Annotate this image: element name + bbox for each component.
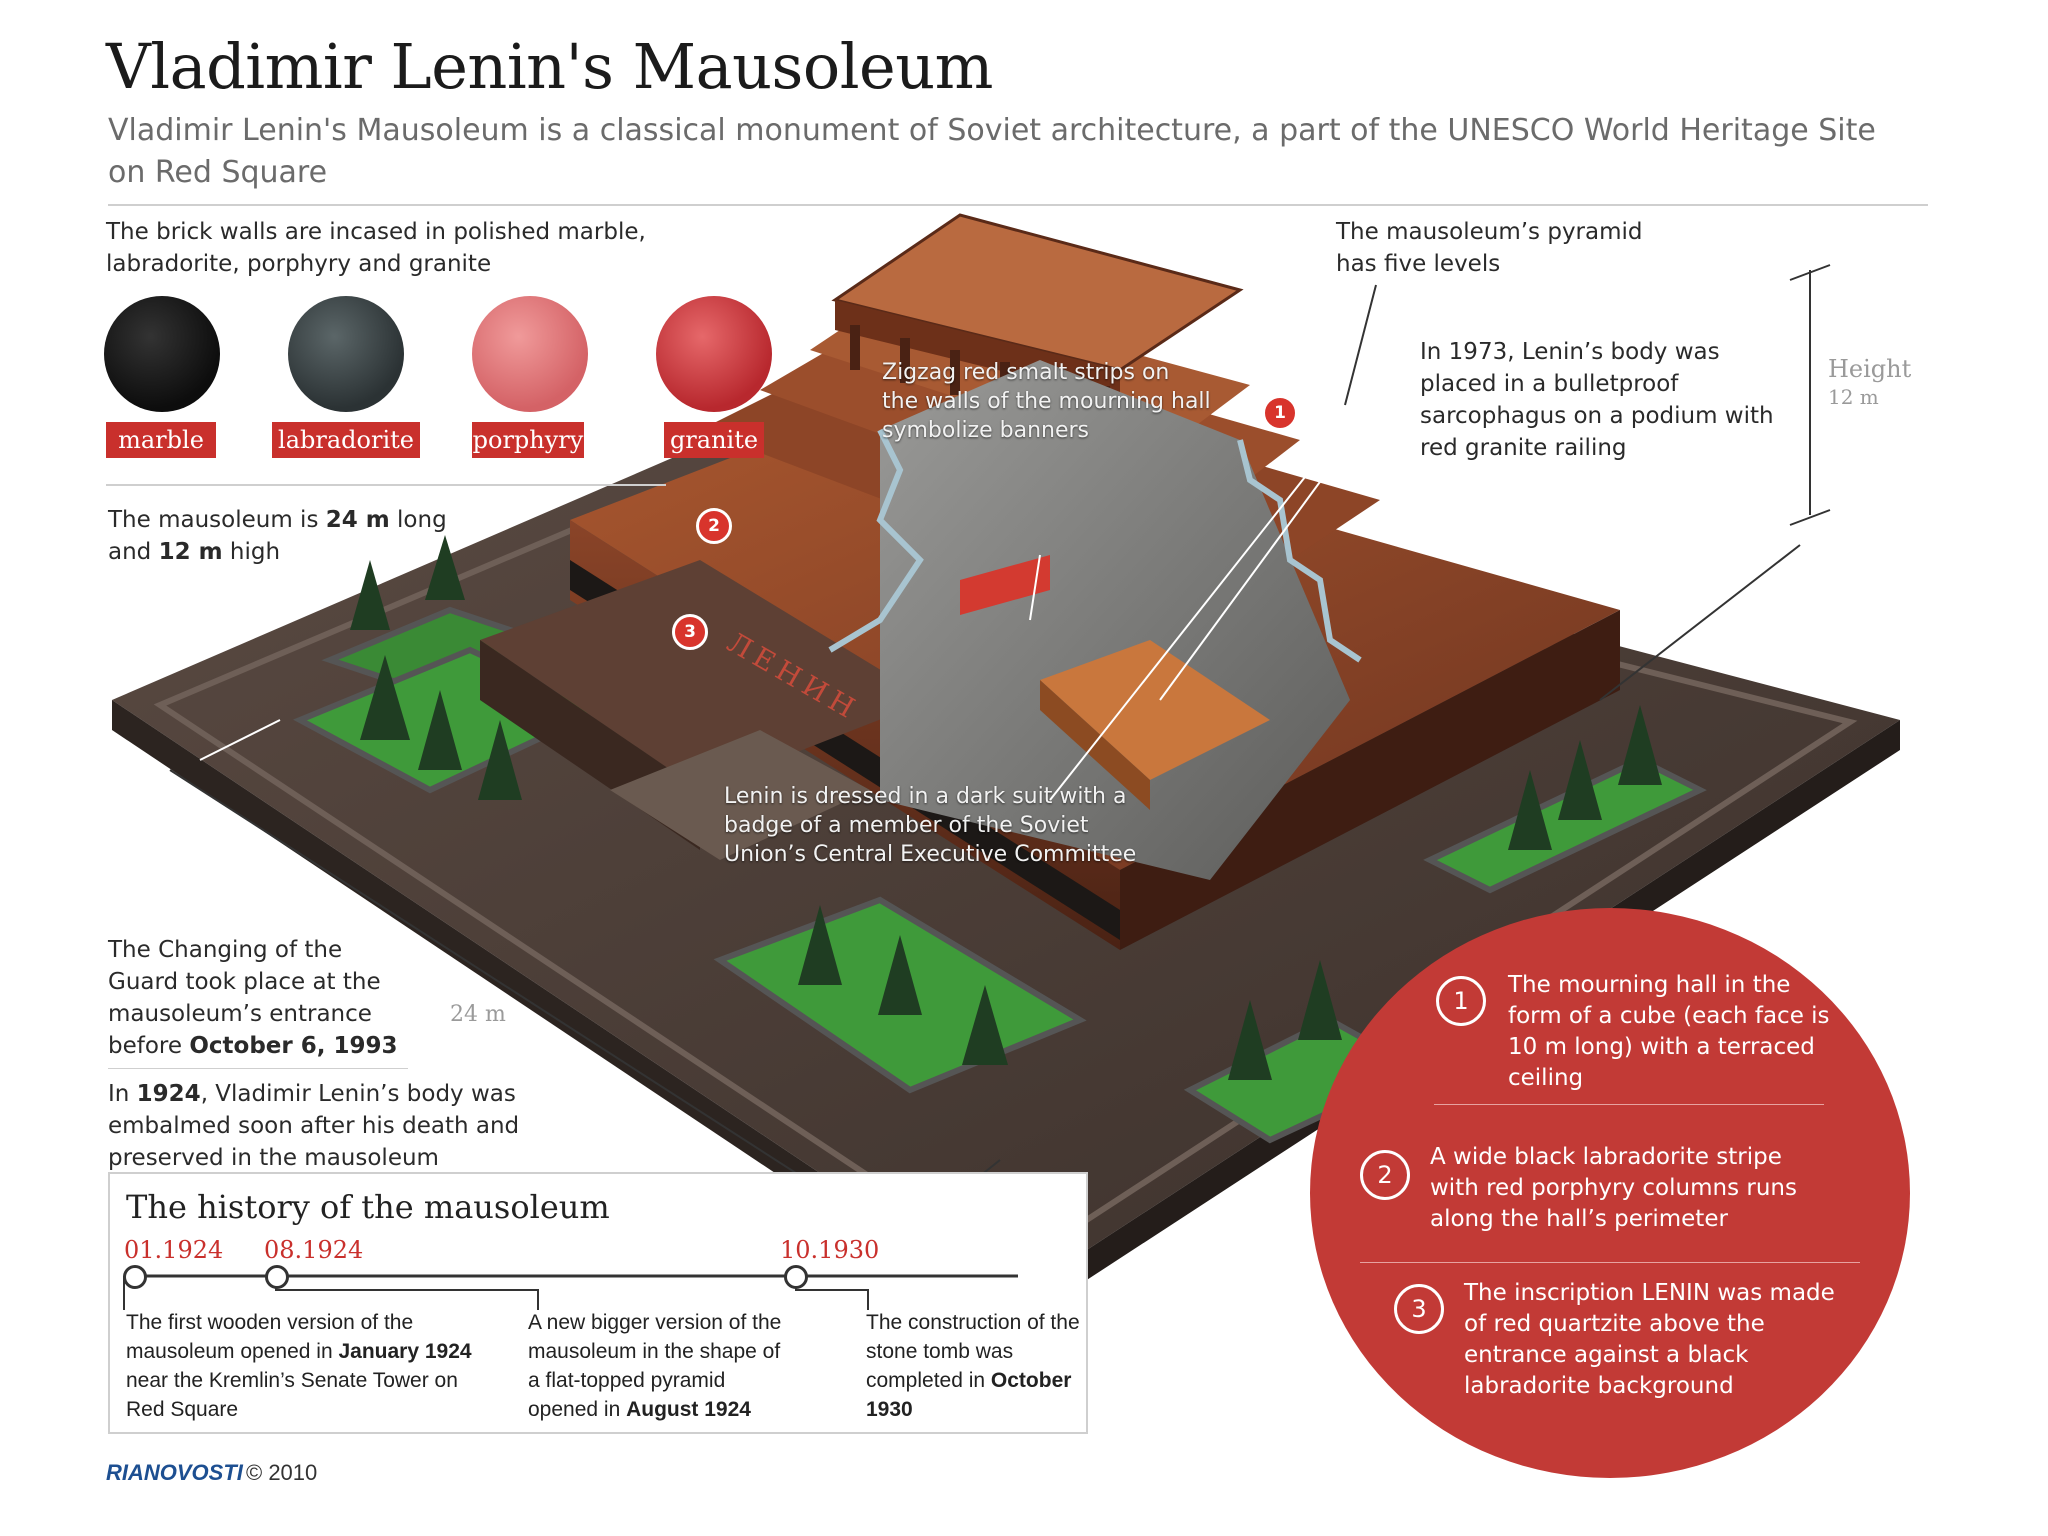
height-value: 12 m bbox=[1828, 385, 1879, 409]
guard-divider bbox=[108, 1068, 408, 1069]
cut-edge-left bbox=[828, 428, 924, 653]
feature-2-number: 2 bbox=[1360, 1150, 1410, 1200]
cutaway-interior bbox=[880, 360, 1350, 880]
history-event-1: The first wooden version of the mausoleu… bbox=[126, 1311, 472, 1421]
sarcophagus-podium bbox=[1040, 640, 1270, 780]
entrance-stairs bbox=[610, 730, 870, 860]
pyramid-top bbox=[831, 213, 1244, 372]
lenin-dressed-note: Lenin is dressed in a dark suit with a b… bbox=[724, 784, 1137, 867]
tier-1-right bbox=[1120, 610, 1620, 950]
pyramid-levels-note: The mausoleum’s pyramid has five levels bbox=[1336, 219, 1643, 277]
features-circle bbox=[1310, 908, 1910, 1478]
platform-rim bbox=[153, 446, 1858, 1274]
history-date-3: 10.1930 bbox=[780, 1236, 880, 1264]
materials-divider bbox=[106, 484, 666, 486]
feature-divider bbox=[1360, 1262, 1860, 1263]
sarcophagus-podium-front bbox=[1040, 680, 1150, 810]
feature-1-number: 1 bbox=[1436, 976, 1486, 1026]
porphyry-label: porphyry bbox=[472, 422, 584, 458]
length-label: 24 m bbox=[450, 1002, 506, 1027]
height-label: Height bbox=[1828, 355, 1912, 383]
page-subtitle: Vladimir Lenin's Mausoleum is a classica… bbox=[108, 113, 1876, 190]
marker-2: 2 bbox=[696, 508, 732, 544]
materials-intro: The brick walls are incased in polished … bbox=[106, 219, 646, 277]
copyright: © 2010 bbox=[246, 1460, 318, 1485]
history-date-1: 01.1924 bbox=[124, 1236, 224, 1264]
pointer-lines bbox=[199, 309, 1381, 801]
feature-2-text: A wide black labradorite stripe with red… bbox=[1430, 1144, 1797, 1232]
marker-1: 1 bbox=[1262, 395, 1298, 431]
cut-edge-right bbox=[1237, 439, 1362, 663]
history-event-3: The construction of the stone tomb was c… bbox=[866, 1311, 1080, 1421]
ria-novosti-logo: RIANOVOSTI bbox=[106, 1460, 243, 1485]
feature-1-text: The mourning hall in the form of a cube … bbox=[1508, 972, 1830, 1091]
timeline-dot-1 bbox=[123, 1265, 147, 1289]
labradorite-swatch bbox=[288, 296, 404, 412]
feature-3-number: 3 bbox=[1394, 1284, 1444, 1334]
marble-label: marble bbox=[106, 422, 216, 458]
history-title: The history of the mausoleum bbox=[126, 1188, 610, 1226]
entrance-podium bbox=[480, 560, 930, 790]
granite-label: granite bbox=[664, 422, 764, 458]
feature-divider bbox=[1434, 1104, 1824, 1105]
trees bbox=[350, 535, 1662, 1080]
page-title: Vladimir Lenin's Mausoleum bbox=[106, 30, 993, 103]
zigzag-strips-note: Zigzag red smalt strips on the walls of … bbox=[882, 360, 1211, 443]
feature-3-text: The inscription LENIN was made of red qu… bbox=[1464, 1280, 1835, 1399]
guard-note: The Changing of the Guard took place at … bbox=[108, 937, 398, 1059]
granite-swatch bbox=[656, 296, 772, 412]
marker-3: 3 bbox=[672, 614, 708, 650]
size-fact: The mausoleum is 24 m long and 12 m high bbox=[108, 507, 447, 565]
labradorite-label: labradorite bbox=[272, 422, 420, 458]
timeline-dot-3 bbox=[784, 1265, 808, 1289]
history-date-2: 08.1924 bbox=[264, 1236, 364, 1264]
timeline-dot-2 bbox=[265, 1265, 289, 1289]
marble-swatch bbox=[104, 296, 220, 412]
history-box bbox=[108, 1172, 1088, 1434]
sarcophagus-note: In 1973, Lenin’s body was placed in a bu… bbox=[1420, 339, 1774, 461]
embalm-note: In 1924, Vladimir Lenin’s body was embal… bbox=[108, 1081, 520, 1171]
header-divider bbox=[108, 204, 1928, 206]
porphyry-swatch bbox=[472, 296, 588, 412]
smalt-strips bbox=[960, 555, 1050, 615]
history-event-2: A new bigger version of the mausoleum in… bbox=[528, 1311, 782, 1421]
